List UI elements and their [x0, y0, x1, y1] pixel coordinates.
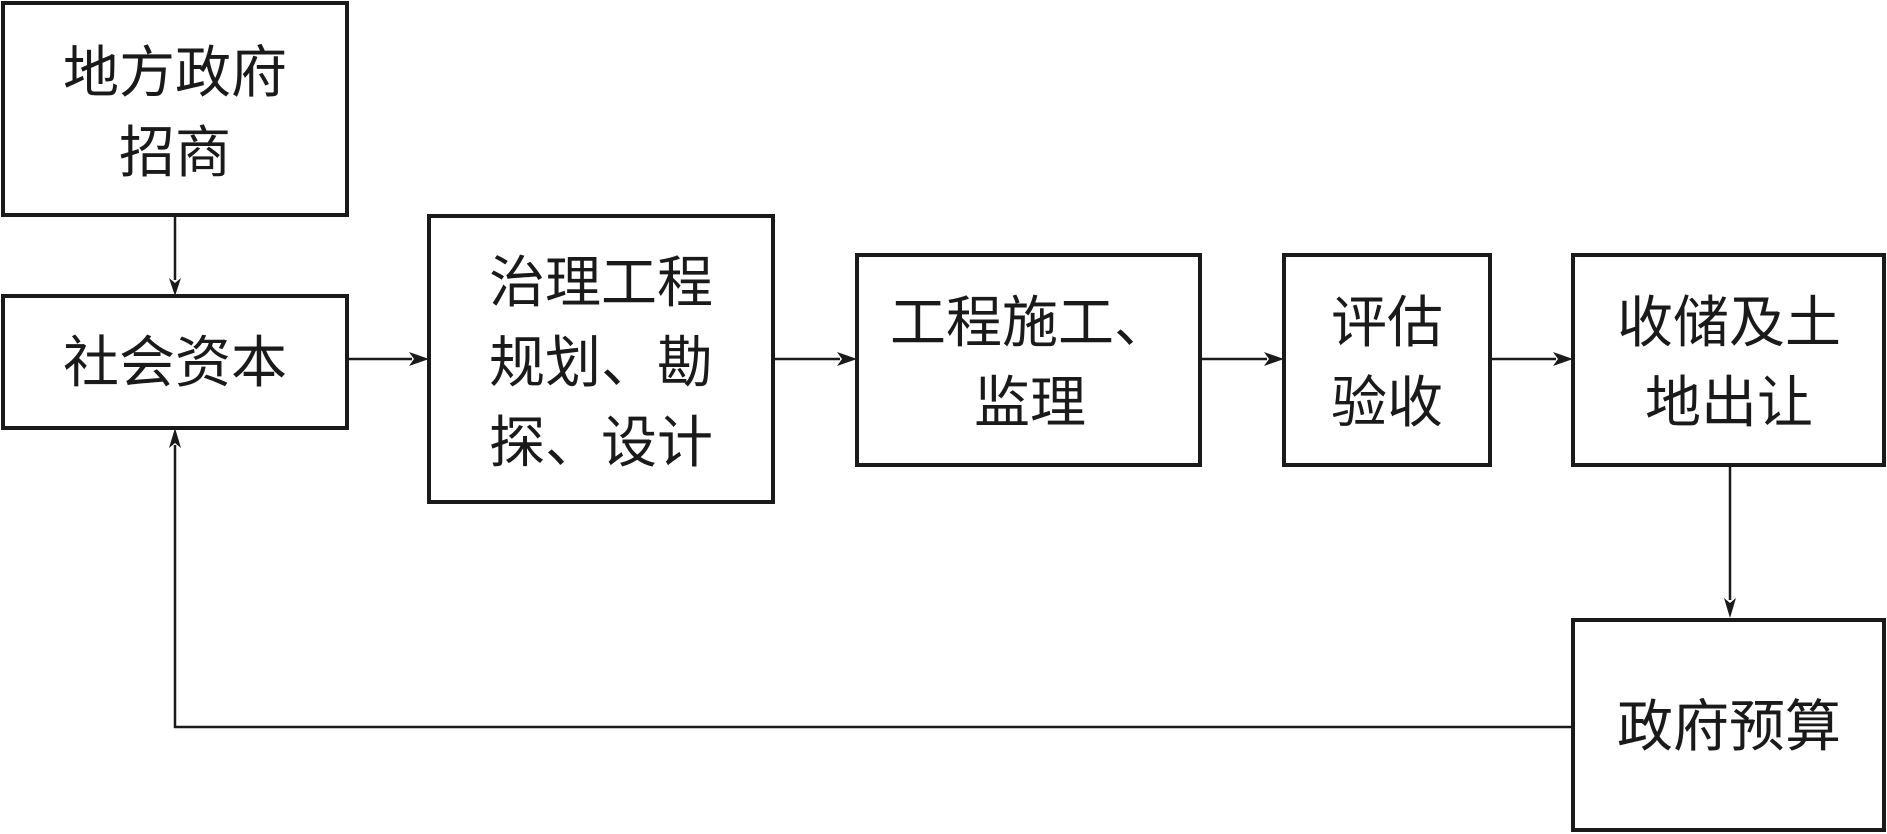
node-planning: 治理工程 规划、勘 探、设计	[427, 214, 775, 504]
node-social-capital: 社会资本	[1, 294, 349, 430]
edge-social-capital-to-planning	[347, 352, 429, 366]
node-local-gov-line-2: 招商	[119, 121, 231, 186]
node-land-transfer: 收储及土 地出让	[1571, 253, 1886, 467]
node-social-capital-box	[1, 294, 349, 430]
node-planning-line-2: 规划、勘	[489, 331, 713, 396]
node-construction: 工程施工、 监理	[855, 253, 1202, 467]
edge-evaluation-to-land-transfer	[1491, 352, 1573, 366]
node-evaluation: 评估 验收	[1282, 253, 1492, 467]
node-land-transfer-box	[1571, 253, 1886, 467]
edge-construction-to-evaluation	[1200, 352, 1284, 366]
node-land-transfer-line-2: 地出让	[1645, 371, 1813, 436]
node-construction-line-1: 工程施工、	[890, 291, 1170, 356]
node-planning-line-3: 探、设计	[489, 411, 713, 476]
node-construction-line-2: 监理	[974, 371, 1086, 436]
edges	[169, 216, 1736, 729]
node-local-gov-box	[1, 1, 349, 217]
node-local-gov: 地方政府 招商	[1, 1, 349, 217]
edge-land-transfer-to-gov-budget	[1724, 466, 1736, 618]
edge-local-gov-to-social-capital	[169, 216, 181, 296]
node-evaluation-box	[1282, 253, 1492, 467]
node-planning-line-1: 治理工程	[489, 251, 713, 316]
node-evaluation-line-2: 验收	[1331, 371, 1443, 436]
node-gov-budget-line-1: 政府预算	[1617, 695, 1841, 760]
node-local-gov-line-1: 地方政府	[63, 41, 287, 106]
node-gov-budget-box	[1571, 618, 1886, 832]
node-social-capital-line-1: 社会资本	[63, 331, 287, 396]
node-evaluation-line-1: 评估	[1331, 291, 1443, 356]
node-gov-budget: 政府预算	[1571, 618, 1886, 832]
node-construction-box	[855, 253, 1202, 467]
node-land-transfer-line-1: 收储及土	[1617, 291, 1841, 356]
node-planning-box	[427, 214, 775, 504]
edge-gov-budget-to-social-capital	[169, 428, 1573, 729]
edge-planning-to-construction	[774, 352, 857, 366]
